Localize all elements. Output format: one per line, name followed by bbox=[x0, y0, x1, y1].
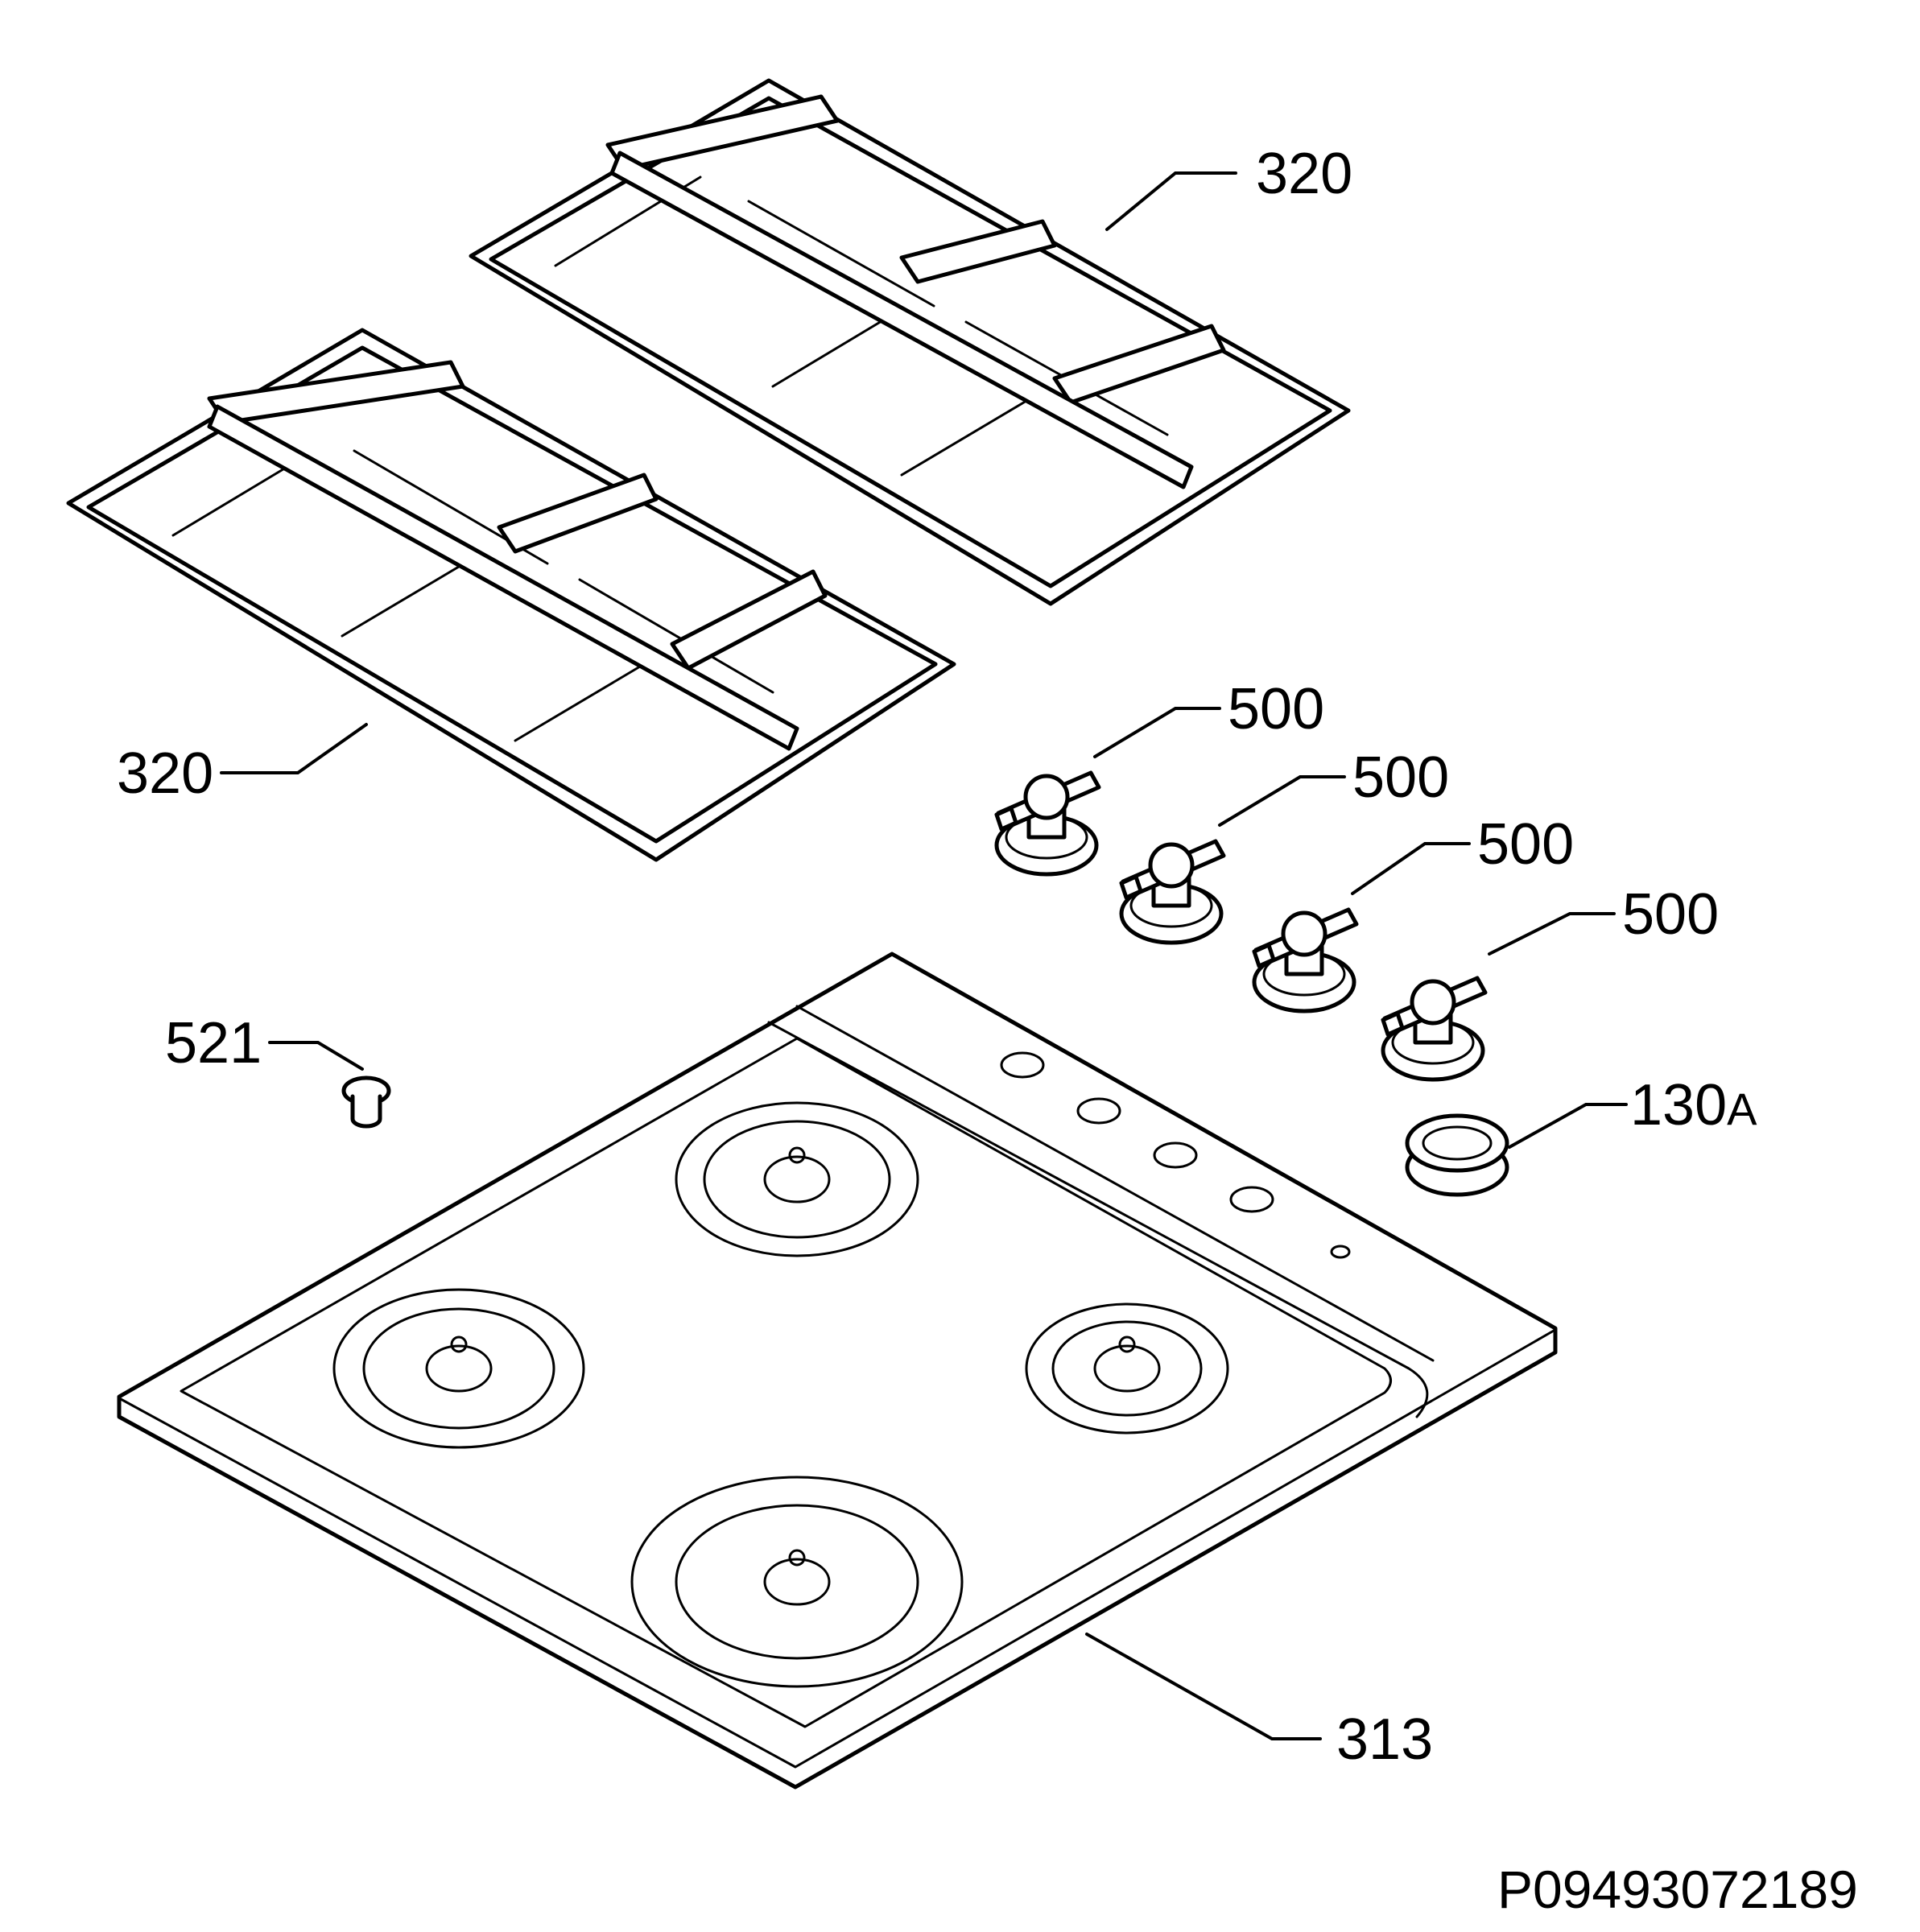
callout-320-upper: 320 bbox=[1256, 142, 1352, 206]
callout-130-suffix: A bbox=[1727, 1084, 1757, 1134]
seal-ring bbox=[1405, 1113, 1509, 1197]
label-screw: 521 bbox=[165, 1011, 364, 1075]
control-knob-2 bbox=[1121, 841, 1224, 943]
callout-521: 521 bbox=[165, 1011, 262, 1075]
callout-500-2: 500 bbox=[1352, 745, 1449, 810]
burner-front-center bbox=[630, 1476, 964, 1688]
callout-500-1: 500 bbox=[1228, 677, 1324, 741]
label-knob-2: 500 bbox=[1218, 745, 1449, 827]
callout-313: 313 bbox=[1336, 1707, 1433, 1772]
control-knob-4 bbox=[1383, 978, 1485, 1080]
label-pan-support-upper: 320 bbox=[1105, 142, 1352, 231]
burner-front-left bbox=[332, 1288, 585, 1449]
label-knob-3: 500 bbox=[1351, 812, 1574, 895]
callout-500-3: 500 bbox=[1477, 812, 1574, 877]
hob-top-plate bbox=[117, 952, 1558, 1790]
callout-130a: 130A bbox=[1630, 1073, 1757, 1137]
document-number: P09493072189 bbox=[1497, 1860, 1858, 1919]
callout-320-lower: 320 bbox=[117, 741, 213, 806]
label-knob-4: 500 bbox=[1488, 882, 1719, 956]
screw bbox=[341, 1075, 391, 1129]
control-knob-1 bbox=[997, 773, 1099, 874]
label-pan-support-lower: 320 bbox=[117, 723, 368, 806]
burner-rear-right bbox=[1025, 1302, 1229, 1435]
control-knob-3 bbox=[1254, 910, 1356, 1011]
pan-support-lower bbox=[66, 328, 956, 862]
callout-500-4: 500 bbox=[1622, 882, 1719, 947]
label-seal: 130A bbox=[1508, 1073, 1757, 1149]
label-hob-top: 313 bbox=[1085, 1633, 1433, 1772]
label-knob-1: 500 bbox=[1093, 677, 1324, 758]
burner-rear-left bbox=[675, 1101, 919, 1257]
pan-support-upper bbox=[469, 78, 1351, 606]
callout-130-number: 130 bbox=[1630, 1073, 1727, 1137]
